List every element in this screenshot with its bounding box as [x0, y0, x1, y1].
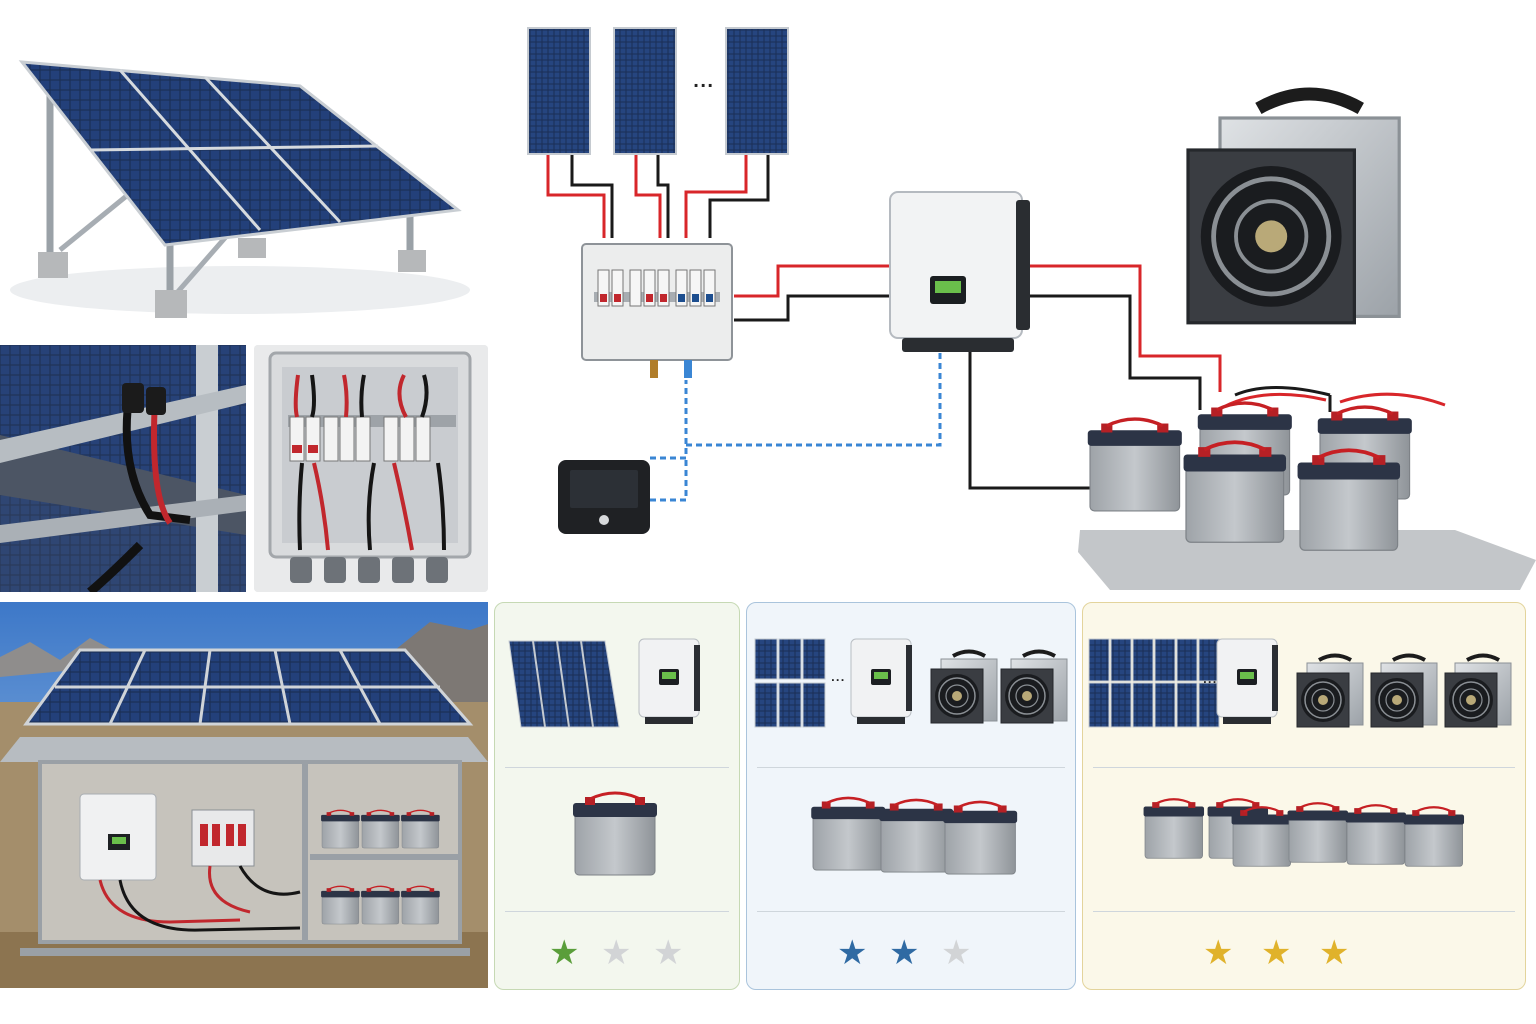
tier-card-standard: ... ★ ★ ★	[746, 602, 1076, 990]
tier3-miner-1	[1295, 653, 1365, 729]
tier-card-premium: ... ★ ★ ★	[1082, 602, 1526, 990]
solar-panel-2	[613, 27, 677, 155]
tier2-battery-1	[809, 796, 887, 872]
tier3-battery-6	[1402, 806, 1466, 868]
panel1-negative-wire	[570, 155, 614, 238]
ground-mount-solar-array-image	[0, 0, 480, 335]
panel2-negative-wire	[656, 155, 670, 238]
tier3-star-1: ★	[1203, 933, 1234, 973]
tier1-star-2: ★	[601, 933, 632, 973]
panel3-negative-wire	[708, 155, 770, 238]
tier2-miner-1	[929, 649, 999, 725]
tier3-star-2: ★	[1261, 933, 1292, 973]
solar-panel-3	[725, 27, 789, 155]
combiner-box-icon	[581, 243, 733, 378]
tier3-star-3: ★	[1319, 933, 1350, 973]
tier3-battery-3	[1230, 806, 1294, 868]
tier1-star-3: ★	[653, 933, 684, 973]
inverter-ground-wire	[968, 352, 1090, 490]
combiner-inverter-negative-wire	[734, 294, 892, 322]
combiner-box-interior-image	[254, 345, 488, 592]
monitor-data-cable	[650, 352, 942, 460]
tier3-battery-4	[1286, 802, 1350, 864]
tier3-battery-1	[1142, 798, 1206, 860]
field-installation-shed-image	[0, 602, 488, 988]
tier2-ellipsis: ...	[831, 673, 846, 684]
hybrid-inverter-icon	[889, 191, 1030, 352]
solar-panel-1	[527, 27, 591, 155]
inverter-battery-negative-wire	[1030, 294, 1202, 410]
tier2-battery-2	[877, 798, 955, 874]
panel2-positive-wire	[634, 155, 662, 238]
battery-bank-icon	[1078, 401, 1536, 590]
inverter-battery-positive-wire	[1030, 264, 1222, 392]
system-wiring-diagram: ...	[500, 0, 1536, 600]
tier2-star-3: ★	[941, 933, 972, 973]
tier-card-basic: ★ ★ ★	[494, 602, 740, 990]
tier1-star-1: ★	[549, 933, 580, 973]
panel-string-ellipsis: ...	[693, 72, 715, 91]
tier3-battery-5	[1344, 804, 1408, 866]
pv-connector-closeup-image	[0, 345, 246, 592]
tier2-star-1: ★	[837, 933, 868, 973]
tier3-solar-array	[1088, 638, 1220, 728]
panel3-positive-wire	[684, 155, 748, 238]
tier3-inverter	[1216, 638, 1279, 725]
tier3-miner-2	[1369, 653, 1439, 729]
tier3-miner-3	[1443, 653, 1513, 729]
tier2-inverter	[850, 638, 913, 725]
panel1-positive-wire	[546, 155, 606, 238]
tier2-solar-array	[754, 638, 826, 728]
tier2-battery-3	[941, 800, 1019, 876]
tier3-ellipsis: ...	[1203, 675, 1218, 686]
monitor-display-icon	[558, 460, 650, 534]
crypto-miner-icon	[1188, 94, 1399, 323]
combiner-inverter-positive-wire	[734, 264, 892, 298]
tier2-star-2: ★	[889, 933, 920, 973]
tier1-battery	[571, 791, 659, 877]
tier2-miner-2	[999, 649, 1069, 725]
tier1-inverter	[638, 638, 701, 725]
